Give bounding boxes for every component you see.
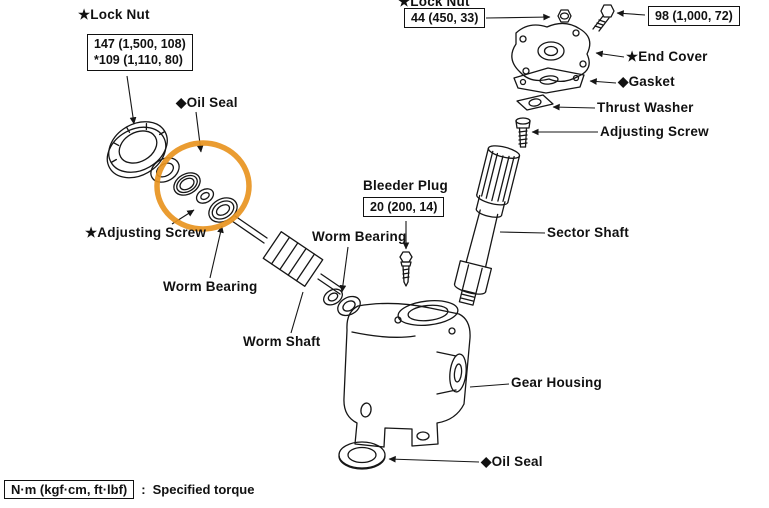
- oil-seal-bottom-label: ◆Oil Seal: [481, 454, 543, 469]
- thrust-washer-part: [516, 94, 554, 111]
- leader-lock-nut-left: [126, 75, 137, 125]
- torque-legend: N·m (kgf·cm, ft·lbf) : Specified torque: [4, 480, 254, 499]
- oil-seal-top-label: ◆Oil Seal: [176, 95, 238, 110]
- bleeder-plug-torque-box: 20 (200, 14): [363, 197, 445, 218]
- leader-lines: [126, 10, 646, 463]
- gear-housing-part: [343, 300, 471, 448]
- leader-worm-bearing-left: [209, 225, 224, 279]
- leader-end-cover-bolt: [616, 10, 646, 17]
- oil-seal-part: [173, 172, 201, 196]
- end-cover-part: [511, 22, 591, 83]
- lock-nut-left-torque-box: 147 (1,500, 108) *109 (1,110, 80): [87, 34, 193, 71]
- end-cover-label: ★End Cover: [626, 49, 708, 64]
- worm-shaft-part: [231, 215, 361, 317]
- torque-value-line1: 147 (1,500, 108): [94, 37, 186, 51]
- leader-thrust-washer: [552, 103, 596, 111]
- lock-nut-top-label: ★Lock Nut: [398, 0, 470, 9]
- parts-drawing: [106, 4, 615, 470]
- worm-bearing-right-label: Worm Bearing: [312, 229, 407, 244]
- worm-bearing-left-label: Worm Bearing: [163, 279, 258, 294]
- bleeder-plug-part: [399, 251, 413, 287]
- gasket-part: [513, 67, 585, 94]
- leader-sector-shaft: [499, 231, 546, 234]
- bleeder-plug-label: Bleeder Plug: [363, 178, 448, 193]
- lock-nut-top-torque-box: 44 (450, 33): [404, 8, 486, 29]
- legend-description: Specified torque: [152, 482, 255, 497]
- leader-oil-seal-bottom: [388, 455, 480, 463]
- gasket-label: ◆Gasket: [618, 74, 675, 89]
- leader-gear-housing: [469, 383, 510, 388]
- leader-gasket: [589, 78, 617, 85]
- end-cover-bolt-torque-box: 98 (1,000, 72): [648, 6, 740, 27]
- leader-worm-shaft: [290, 291, 304, 334]
- end-cover-bolt-part: [592, 4, 615, 32]
- adjusting-screw-left-label: ★Adjusting Screw: [85, 225, 207, 240]
- torque-unit-box: N·m (kgf·cm, ft·lbf): [4, 480, 135, 499]
- adjusting-screw-right-label: Adjusting Screw: [600, 124, 709, 139]
- leader-worm-bearing-right: [339, 246, 349, 293]
- leader-lock-nut-top: [485, 13, 551, 21]
- lock-nut-part: [106, 121, 168, 179]
- sector-shaft-label: Sector Shaft: [547, 225, 629, 240]
- thrust-washer-label: Thrust Washer: [597, 100, 694, 115]
- worm-bearing-right-part: [337, 295, 361, 317]
- lock-nut-left-label: ★Lock Nut: [78, 7, 150, 22]
- leader-end-cover: [595, 50, 625, 58]
- adjusting-screw-right-part: [515, 117, 531, 148]
- legend-separator: :: [141, 482, 146, 497]
- oil-seal-stack: [150, 157, 238, 223]
- torque-value-line2: *109 (1,110, 80): [94, 53, 183, 68]
- highlight-circle-annotation: [154, 140, 252, 232]
- worm-shaft-label: Worm Shaft: [243, 334, 321, 349]
- lock-nut-top-part: [557, 9, 572, 23]
- gear-housing-label: Gear Housing: [511, 375, 602, 390]
- sector-shaft-part: [453, 145, 521, 306]
- oil-seal-bottom-part: [338, 441, 386, 470]
